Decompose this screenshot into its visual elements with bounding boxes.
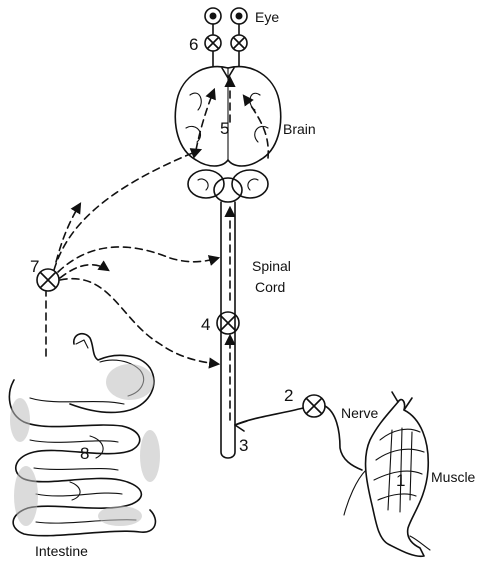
left-eye-icon (205, 8, 221, 34)
optic-nerves (213, 51, 239, 66)
brain-label: Brain (283, 121, 316, 137)
spinal-cord-label-line2: Cord (255, 279, 285, 295)
site-number-autonomic: 7 (30, 257, 39, 276)
site-number-eye: 6 (189, 35, 198, 54)
nerve-blocker-icon (303, 395, 325, 417)
eye-blocker-left-icon (205, 35, 221, 51)
site-number-brain: 5 (220, 119, 229, 138)
spinal-cord-label-line1: Spinal (252, 258, 291, 274)
autonomic-blocker-icon (37, 269, 59, 291)
site-number-intestine: 8 (80, 444, 89, 463)
eyes (205, 8, 247, 66)
site-number-nerve: 2 (284, 386, 293, 405)
nerve-label: Nerve (341, 405, 379, 421)
intestine-label: Intestine (35, 543, 88, 559)
site-number-spinal-cord: 4 (201, 315, 210, 334)
right-eye-icon (231, 8, 247, 34)
eye-label: Eye (255, 9, 279, 25)
intestine (9, 334, 160, 536)
site-number-nerve-root: 3 (239, 436, 248, 455)
muscle-label: Muscle (431, 469, 476, 485)
site-number-muscle: 1 (396, 471, 405, 490)
eye-blocker-right-icon (231, 35, 247, 51)
